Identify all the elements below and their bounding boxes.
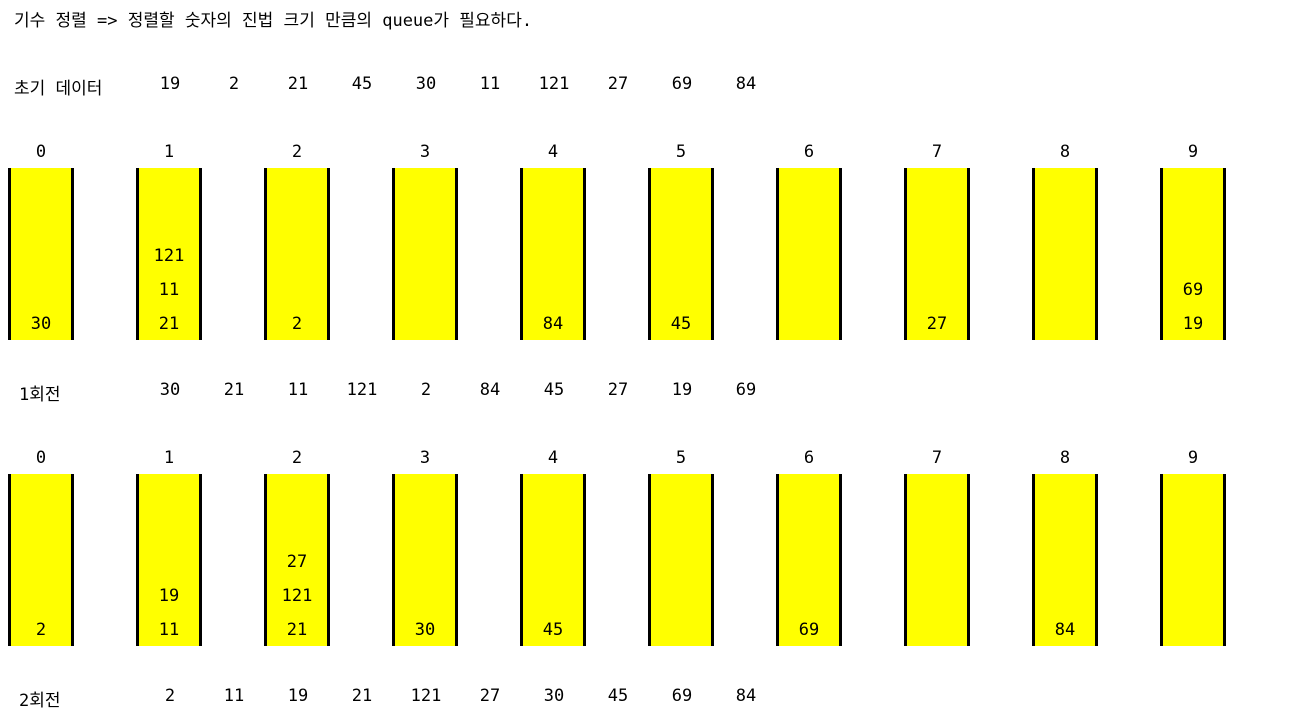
queue-item: 11 bbox=[158, 280, 180, 300]
initial-value: 2 bbox=[228, 74, 240, 94]
bucket-index-label: 4 bbox=[547, 448, 559, 468]
queue-bucket bbox=[1032, 168, 1098, 340]
bucket-index-label: 4 bbox=[547, 142, 559, 162]
queue-item: 121 bbox=[281, 586, 313, 606]
result-value: 2 bbox=[164, 686, 176, 706]
queue-item: 2 bbox=[291, 314, 303, 334]
queue-item: 2 bbox=[35, 620, 47, 640]
queue-bucket bbox=[904, 474, 970, 646]
queue-bucket: 45 bbox=[648, 168, 714, 340]
bucket-index-label: 0 bbox=[35, 448, 47, 468]
queue-bucket: 30 bbox=[8, 168, 74, 340]
result-value: 21 bbox=[351, 686, 373, 706]
initial-value: 19 bbox=[159, 74, 181, 94]
initial-value: 84 bbox=[735, 74, 757, 94]
queue-item: 84 bbox=[1054, 620, 1076, 640]
queue-bucket: 21 11 121 bbox=[136, 168, 202, 340]
queue-item: 121 bbox=[153, 246, 185, 266]
initial-value: 27 bbox=[607, 74, 629, 94]
queue-bucket: 45 bbox=[520, 474, 586, 646]
queue-bucket: 30 bbox=[392, 474, 458, 646]
queue-bucket: 2 bbox=[264, 168, 330, 340]
bucket-index-label: 5 bbox=[675, 142, 687, 162]
bucket-index-label: 0 bbox=[35, 142, 47, 162]
queue-item: 69 bbox=[1182, 280, 1204, 300]
result-value: 11 bbox=[287, 380, 309, 400]
pass-1-result-label: 1회전 bbox=[19, 385, 61, 405]
bucket-index-label: 9 bbox=[1187, 142, 1199, 162]
result-value: 27 bbox=[479, 686, 501, 706]
result-value: 2 bbox=[420, 380, 432, 400]
result-value: 30 bbox=[159, 380, 181, 400]
queue-bucket: 84 bbox=[520, 168, 586, 340]
page-title: 기수 정렬 => 정렬할 숫자의 진법 크기 만큼의 queue가 필요하다. bbox=[14, 11, 533, 31]
bucket-index-label: 5 bbox=[675, 448, 687, 468]
queue-item: 21 bbox=[158, 314, 180, 334]
initial-data-label: 초기 데이터 bbox=[14, 79, 103, 99]
queue-bucket bbox=[1160, 474, 1226, 646]
initial-value: 11 bbox=[479, 74, 501, 94]
queue-item: 45 bbox=[542, 620, 564, 640]
queue-item: 27 bbox=[926, 314, 948, 334]
bucket-index-label: 1 bbox=[163, 448, 175, 468]
bucket-index-label: 9 bbox=[1187, 448, 1199, 468]
initial-value: 30 bbox=[415, 74, 437, 94]
bucket-index-label: 2 bbox=[291, 142, 303, 162]
result-value: 27 bbox=[607, 380, 629, 400]
queue-item: 69 bbox=[798, 620, 820, 640]
queue-item: 11 bbox=[158, 620, 180, 640]
bucket-index-label: 7 bbox=[931, 142, 943, 162]
queue-bucket: 2 bbox=[8, 474, 74, 646]
bucket-index-label: 3 bbox=[419, 448, 431, 468]
queue-bucket: 69 bbox=[776, 474, 842, 646]
bucket-index-label: 3 bbox=[419, 142, 431, 162]
result-value: 45 bbox=[543, 380, 565, 400]
queue-item: 19 bbox=[158, 586, 180, 606]
bucket-index-label: 8 bbox=[1059, 448, 1071, 468]
result-value: 84 bbox=[735, 686, 757, 706]
bucket-index-label: 6 bbox=[803, 142, 815, 162]
pass-2-result-label: 2회전 bbox=[19, 691, 61, 711]
queue-bucket bbox=[392, 168, 458, 340]
result-value: 121 bbox=[346, 380, 378, 400]
initial-value: 21 bbox=[287, 74, 309, 94]
result-value: 45 bbox=[607, 686, 629, 706]
queue-item: 30 bbox=[414, 620, 436, 640]
result-value: 69 bbox=[671, 686, 693, 706]
queue-bucket bbox=[648, 474, 714, 646]
bucket-index-label: 8 bbox=[1059, 142, 1071, 162]
result-value: 121 bbox=[410, 686, 442, 706]
queue-item: 27 bbox=[286, 552, 308, 572]
result-value: 19 bbox=[671, 380, 693, 400]
queue-bucket: 21 121 27 bbox=[264, 474, 330, 646]
result-value: 21 bbox=[223, 380, 245, 400]
queue-item: 45 bbox=[670, 314, 692, 334]
bucket-index-label: 6 bbox=[803, 448, 815, 468]
initial-value: 69 bbox=[671, 74, 693, 94]
bucket-index-label: 1 bbox=[163, 142, 175, 162]
queue-bucket: 84 bbox=[1032, 474, 1098, 646]
queue-bucket: 27 bbox=[904, 168, 970, 340]
queue-bucket: 11 19 bbox=[136, 474, 202, 646]
result-value: 69 bbox=[735, 380, 757, 400]
bucket-index-label: 2 bbox=[291, 448, 303, 468]
queue-item: 19 bbox=[1182, 314, 1204, 334]
initial-value: 121 bbox=[538, 74, 570, 94]
queue-item: 84 bbox=[542, 314, 564, 334]
result-value: 11 bbox=[223, 686, 245, 706]
queue-item: 30 bbox=[30, 314, 52, 334]
bucket-index-label: 7 bbox=[931, 448, 943, 468]
queue-item: 21 bbox=[286, 620, 308, 640]
queue-bucket bbox=[776, 168, 842, 340]
result-value: 30 bbox=[543, 686, 565, 706]
initial-value: 45 bbox=[351, 74, 373, 94]
result-value: 84 bbox=[479, 380, 501, 400]
result-value: 19 bbox=[287, 686, 309, 706]
